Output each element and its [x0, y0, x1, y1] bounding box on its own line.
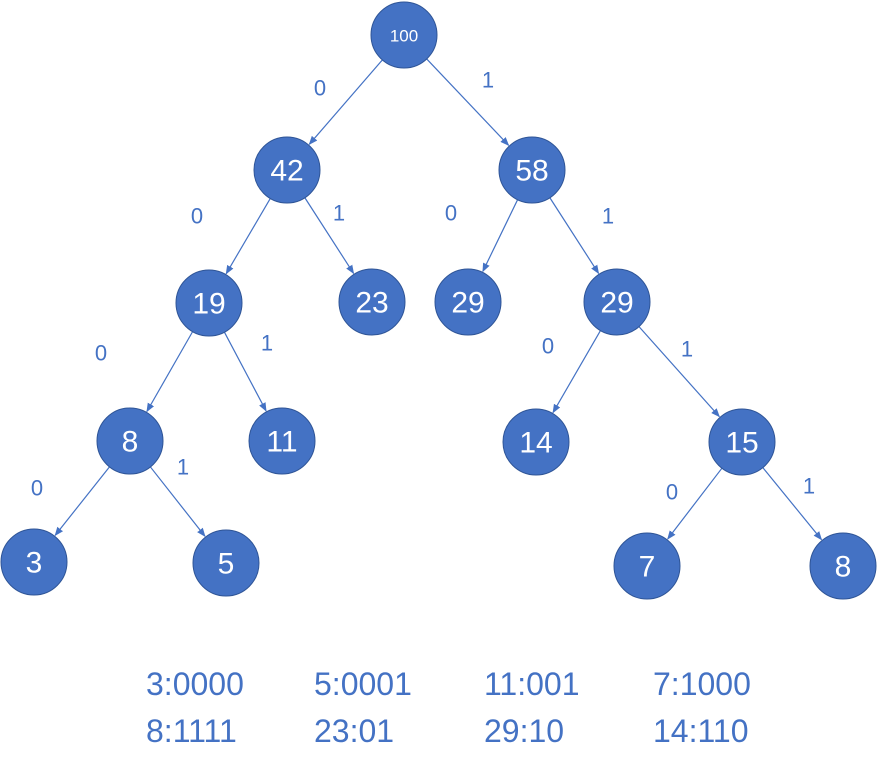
node-value: 29	[600, 287, 633, 320]
node-circle	[338, 268, 406, 336]
tree-node: 29	[583, 268, 651, 336]
edge-arrow	[149, 466, 206, 537]
tree-node: 3	[0, 528, 68, 596]
edge-arrow	[225, 198, 271, 275]
node-circle	[192, 529, 260, 597]
tree-node: 23	[338, 268, 406, 336]
tree-node: 8	[809, 532, 877, 600]
edge-arrow	[304, 197, 355, 275]
tree-node: 7	[613, 532, 681, 600]
edge-arrow	[146, 331, 194, 413]
node-value: 58	[515, 155, 548, 188]
code-entry: 5:0001	[314, 666, 412, 702]
edge-arrow	[426, 58, 510, 146]
edge-bit-label: 1	[482, 68, 494, 93]
tree-node: 58	[498, 136, 566, 204]
edges-layer: 0 1 0 1 0 1 0 1 0 1 0 1 0 1	[31, 58, 823, 541]
node-value: 19	[192, 288, 225, 321]
code-entry: 29:10	[484, 713, 565, 749]
code-entry: 14:110	[653, 713, 749, 749]
node-circle	[434, 268, 502, 336]
edge-arrow	[482, 199, 519, 273]
tree-node: 15	[708, 408, 776, 476]
node-value: 29	[451, 287, 484, 320]
edge-bit-label: 0	[31, 476, 43, 501]
node-value: 15	[725, 427, 758, 460]
tree-node: 29	[434, 268, 502, 336]
tree-node: 14	[502, 408, 570, 476]
edge-bit-label: 0	[666, 480, 678, 505]
node-value: 5	[218, 548, 235, 581]
tree-node: 8	[96, 407, 164, 475]
edge-arrow	[54, 466, 110, 537]
edge-arrow	[552, 330, 601, 414]
edge-bit-label: 0	[95, 341, 107, 366]
edge-arrow	[762, 467, 823, 541]
node-circle	[175, 269, 243, 337]
edge-bit-label: 1	[681, 337, 693, 362]
edge-bit-label: 1	[261, 331, 273, 356]
edge-arrow	[667, 467, 723, 540]
node-circle	[498, 136, 566, 204]
code-entry: 3:0000	[146, 666, 244, 702]
edge-bit-label: 1	[602, 204, 614, 229]
node-value: 8	[122, 426, 139, 459]
node-circle	[96, 407, 164, 475]
code-entry: 8:1111	[146, 713, 237, 749]
node-value: 8	[835, 551, 852, 584]
node-circle	[502, 408, 570, 476]
node-value: 3	[26, 547, 43, 580]
tree-node: 19	[175, 269, 243, 337]
node-circle	[613, 532, 681, 600]
node-circle	[583, 268, 651, 336]
node-value: 23	[355, 287, 388, 320]
edge-bit-label: 1	[333, 201, 345, 226]
node-value: 11	[266, 426, 297, 459]
tree-node: 11	[248, 407, 316, 475]
node-circle	[253, 136, 321, 204]
edge-bit-label: 0	[191, 204, 203, 229]
node-circle	[708, 408, 776, 476]
node-circle	[0, 528, 68, 596]
edge-bit-label: 0	[445, 201, 457, 226]
tree-node: 100	[370, 1, 438, 69]
edge-arrow	[308, 59, 383, 145]
edge-bit-label: 0	[314, 76, 326, 101]
code-entry: 11:001	[484, 666, 580, 702]
node-value: 100	[390, 27, 418, 46]
edge-arrow	[223, 331, 267, 412]
node-value: 7	[639, 551, 656, 584]
edge-arrow	[549, 197, 600, 275]
node-circle	[248, 407, 316, 475]
tree-node: 42	[253, 136, 321, 204]
edge-bit-label: 1	[177, 455, 189, 480]
edge-arrow	[638, 326, 720, 418]
node-value: 42	[270, 155, 303, 188]
edge-bit-label: 0	[542, 334, 554, 359]
node-value: 14	[519, 427, 552, 460]
tree-node: 5	[192, 529, 260, 597]
node-circle	[809, 532, 877, 600]
node-circle	[370, 1, 438, 69]
code-entry: 7:1000	[653, 666, 751, 702]
code-entry: 23:01	[314, 713, 395, 749]
edge-bit-label: 1	[803, 474, 815, 499]
